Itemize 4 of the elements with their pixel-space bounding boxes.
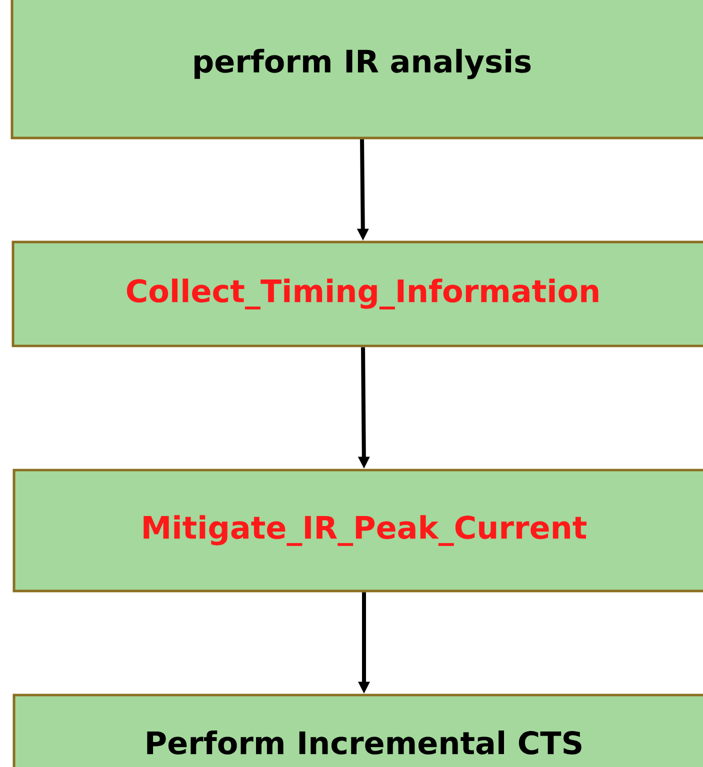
- process-box: perform IR analysis: [10, 0, 703, 140]
- process-box: Perform Incremental CTS: [12, 694, 703, 767]
- process-box: Mitigate_IR_Peak_Current: [12, 468, 703, 592]
- process-box: Collect_Timing_Information: [12, 240, 703, 348]
